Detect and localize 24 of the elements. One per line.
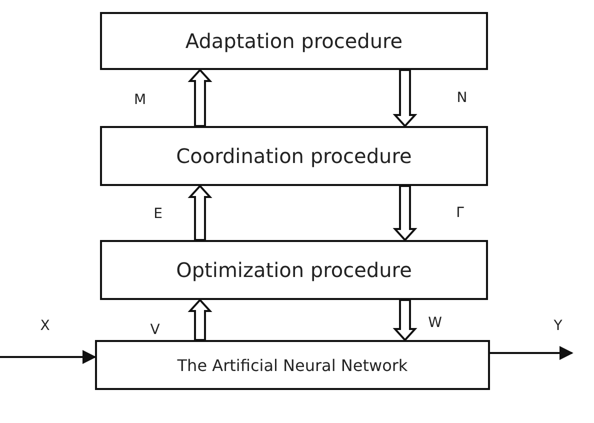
arrow	[490, 346, 574, 360]
edge-label: N	[456, 90, 468, 106]
hollow-arrow	[188, 68, 212, 127]
process-box	[95, 340, 490, 390]
box-title: The Artificial Neural Network	[177, 356, 408, 374]
hollow-arrow	[392, 299, 418, 342]
edge-label: M	[134, 92, 146, 108]
box-title: Adaptation procedure	[185, 29, 403, 53]
arrow	[0, 350, 96, 364]
edge-label: E	[154, 206, 162, 222]
hollow-arrow	[392, 69, 418, 128]
process-box	[100, 240, 488, 300]
box-title: Coordination procedure	[176, 144, 412, 168]
hollow-arrow	[392, 185, 418, 242]
box-title: Optimization procedure	[176, 258, 412, 282]
process-box	[100, 126, 488, 186]
edge-label: Γ	[456, 205, 464, 221]
edge-label: X	[40, 318, 50, 334]
edge-label: Y	[554, 318, 562, 334]
hollow-arrow	[188, 298, 212, 341]
process-box	[100, 12, 488, 70]
edge-label: V	[150, 322, 160, 338]
edge-label: W	[428, 315, 442, 331]
hollow-arrow	[188, 184, 212, 241]
